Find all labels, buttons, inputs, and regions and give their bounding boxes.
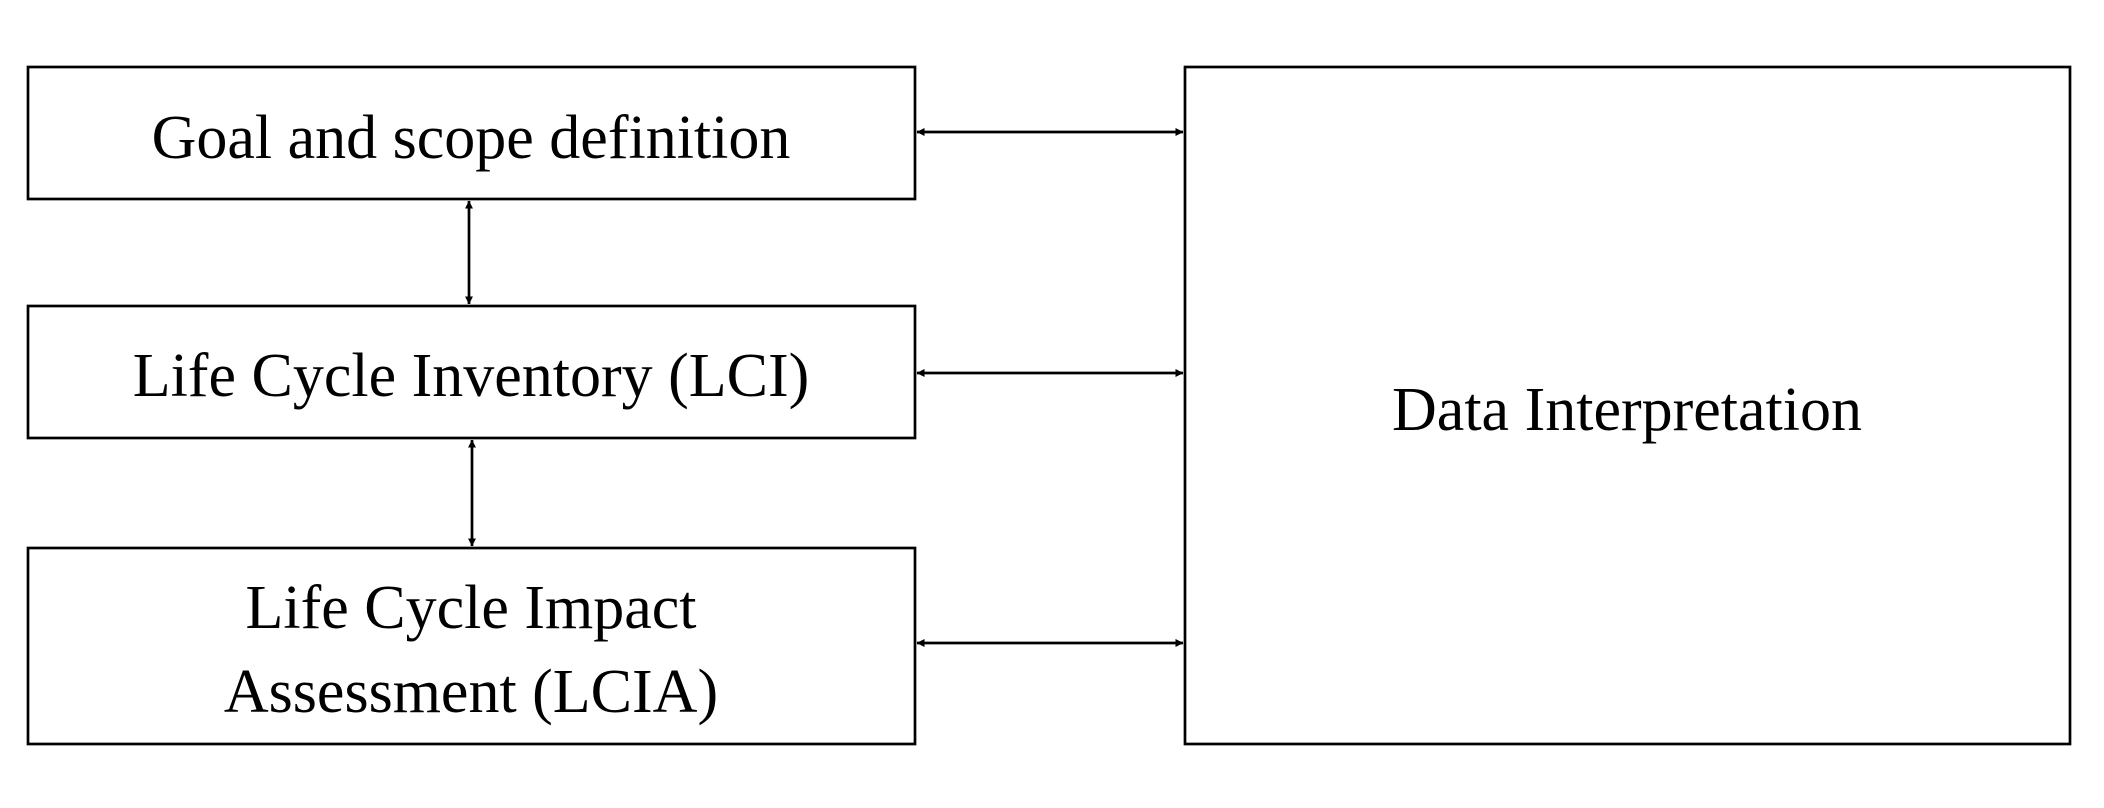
lcia-label-line-1: Life Cycle Impact bbox=[245, 574, 696, 642]
lcia-label-line-2: Assessment (LCIA) bbox=[224, 658, 718, 726]
interpretation-box: Data Interpretation bbox=[1183, 65, 2072, 746]
goal-scope-box: Goal and scope definition bbox=[26, 65, 917, 201]
goal-scope-label: Goal and scope definition bbox=[152, 104, 791, 172]
lci-box: Life Cycle Inventory (LCI) bbox=[26, 304, 917, 440]
lcia-box: Life Cycle Impact Assessment (LCIA) bbox=[26, 546, 917, 746]
interpretation-label: Data Interpretation bbox=[1392, 376, 1862, 444]
lci-label: Life Cycle Inventory (LCI) bbox=[133, 342, 810, 410]
